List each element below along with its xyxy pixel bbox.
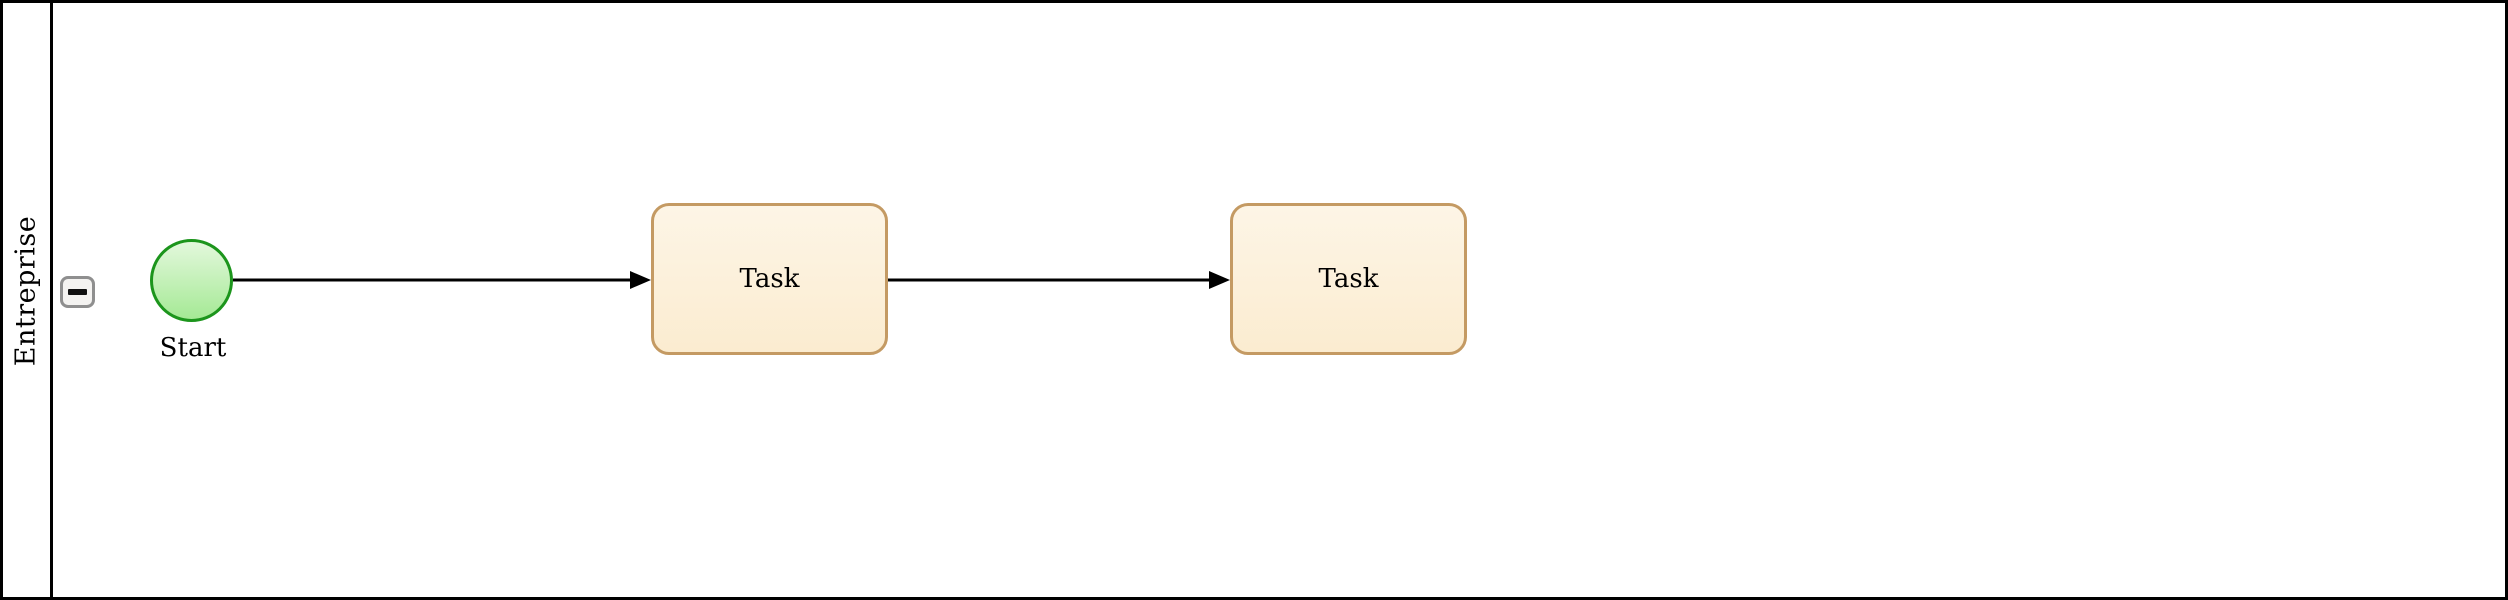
task-1-label: Task [739,264,800,294]
sequence-flow-start-to-task1[interactable] [233,271,651,289]
arrowhead-icon [1209,271,1230,289]
arrowhead-icon [630,271,651,289]
collapse-lane-button[interactable] [60,276,95,308]
task-2-label: Task [1318,264,1379,294]
sequence-flow-task1-to-task2[interactable] [888,271,1230,289]
lane-label-divider [50,0,53,600]
task-node-1[interactable]: Task [651,203,888,355]
start-event-node[interactable] [150,239,233,322]
start-event-label: Start [159,333,227,363]
minus-icon [68,289,87,295]
lane-title: Entreprise [10,215,42,367]
task-node-2[interactable]: Task [1230,203,1467,355]
